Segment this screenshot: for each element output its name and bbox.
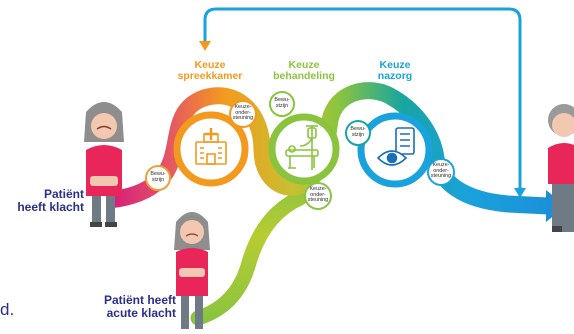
- behandeling-circle: [268, 113, 340, 185]
- badge-text-bewustzijn-1: Bewu-stzijn: [150, 171, 166, 183]
- feedback-arrowhead: [514, 188, 526, 198]
- badge-text-bewustzijn-2: Bewu-stzijn: [274, 97, 290, 109]
- badge-bewustzijn-3: [345, 120, 371, 146]
- feedback-arrow-line: [203, 7, 522, 192]
- eye-checklist-icon: [376, 127, 415, 166]
- nazorg-circle: [357, 112, 433, 188]
- badge-bewustzijn-1: [145, 165, 171, 191]
- badge-keuzeondersteuning-3: [427, 158, 455, 186]
- badge-text-keuzeondersteuning-2: Keuze-onder-steuning: [307, 186, 329, 204]
- spreekkamer-circle: [173, 111, 249, 187]
- badge-keuzeondersteuning-1: [229, 100, 257, 128]
- cropped-edge-text: d.: [0, 300, 15, 319]
- badge-text-keuzeondersteuning-1: Keuze-onder-steuning: [232, 104, 254, 122]
- patient-right-figure: [548, 104, 574, 232]
- treatment-bed-icon: [285, 125, 319, 170]
- patient-acute-figure: [174, 212, 210, 329]
- feedback-arrowhead-top: [199, 41, 211, 51]
- acute-path: [190, 190, 308, 326]
- badge-keuzeondersteuning-2: [304, 182, 332, 210]
- badge-text-bewustzijn-3: Bewu-stzijn: [350, 126, 366, 138]
- hospital-icon: [195, 128, 227, 165]
- badge-text-keuzeondersteuning-3: Keuze-onder-steuning: [430, 162, 452, 180]
- badge-bewustzijn-2: [269, 91, 295, 117]
- patient-klacht-figure: [84, 102, 124, 227]
